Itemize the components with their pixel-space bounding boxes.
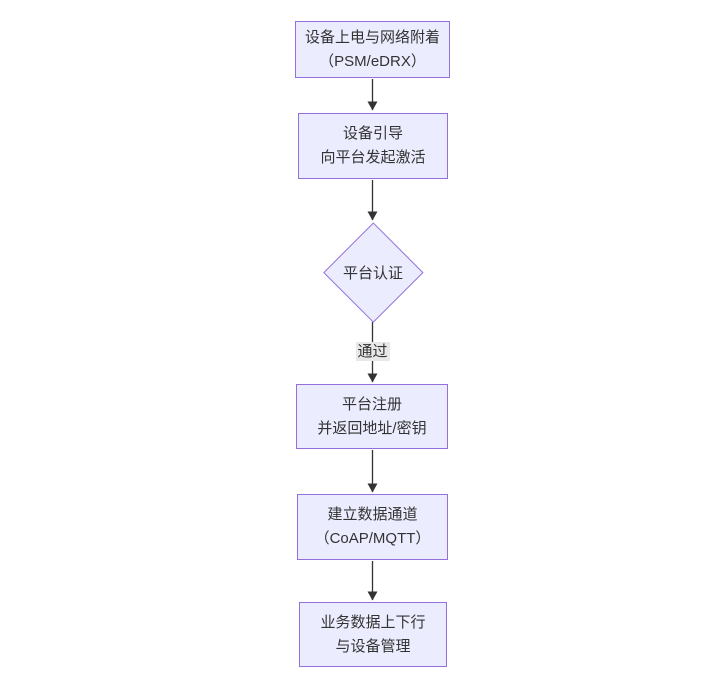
flow-node-data-channel: 建立数据通道 （CoAP/MQTT） (297, 494, 448, 560)
node-text-line: （CoAP/MQTT） (314, 530, 431, 547)
flow-node-bootstrap: 设备引导 向平台发起激活 (298, 113, 448, 179)
flow-node-register: 平台注册 并返回地址/密钥 (296, 384, 448, 449)
edge-label-pass: 通过 (355, 342, 390, 361)
node-text-line: 与设备管理 (335, 637, 411, 655)
node-text-line: 平台注册 (341, 395, 402, 413)
node-text-line: 设备上电与网络附着 (304, 28, 440, 46)
node-text-line: 平台认证 (342, 264, 403, 282)
flow-node-platform-auth: 平台认证 (322, 221, 423, 322)
node-text-line: 建立数据通道 (327, 506, 418, 523)
node-text-line: 业务数据上下行 (320, 613, 426, 631)
node-text-line: 向平台发起激活 (320, 149, 426, 166)
node-text-line: 设备引导 (342, 125, 403, 142)
node-text-line: 并返回地址/密钥 (317, 419, 427, 437)
flow-node-power-attach: 设备上电与网络附着 （PSM/eDRX） (295, 21, 450, 78)
flow-node-business: 业务数据上下行 与设备管理 (299, 602, 447, 667)
node-text-line: （PSM/eDRX） (319, 52, 426, 70)
